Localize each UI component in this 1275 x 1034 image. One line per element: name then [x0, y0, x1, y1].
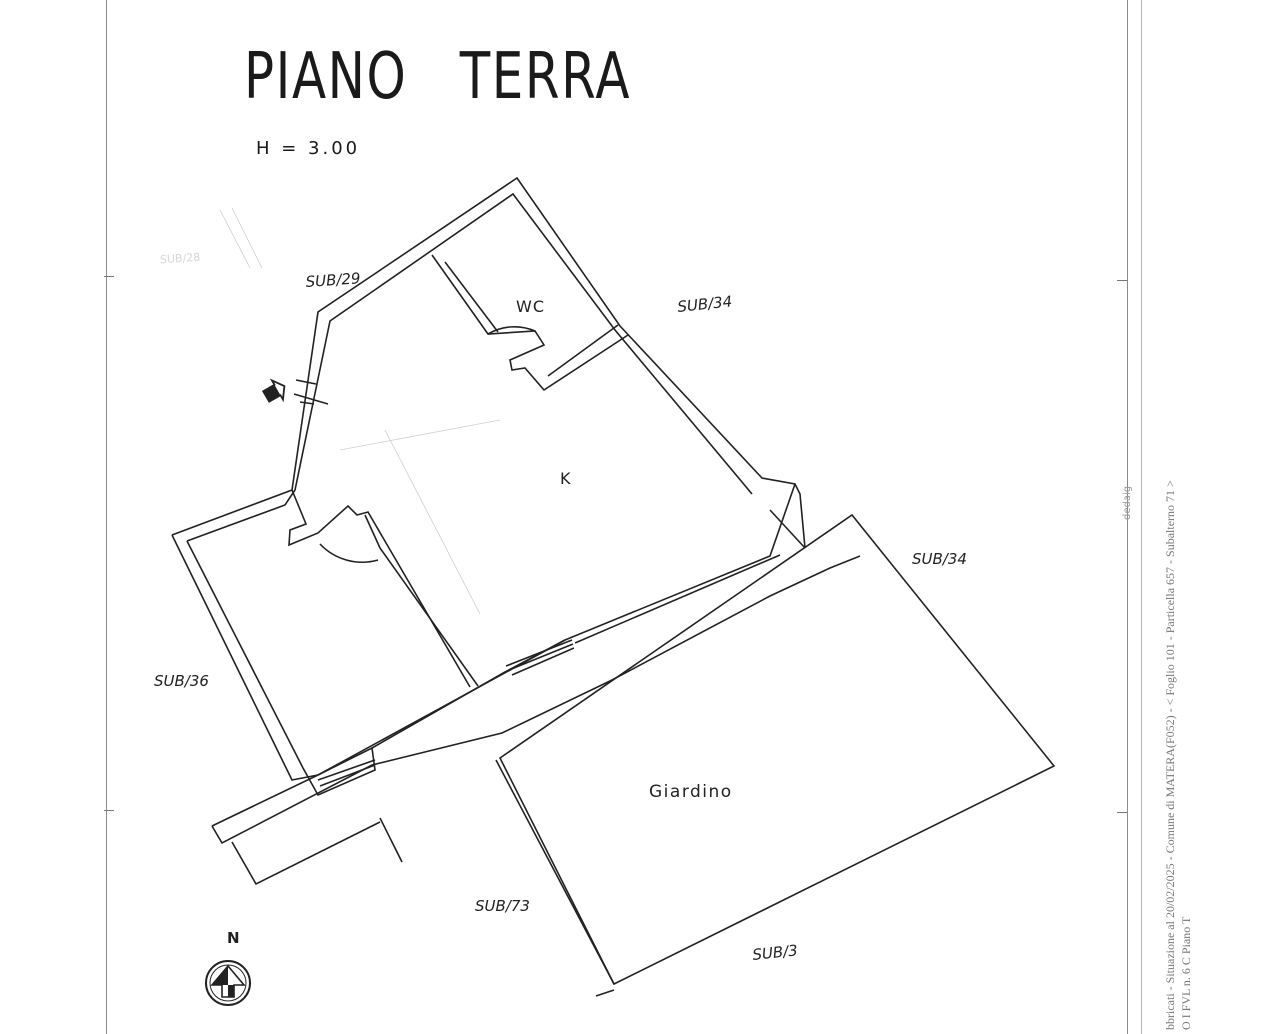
- terrace-edge: [574, 554, 781, 644]
- window-opening: [317, 639, 575, 787]
- neighbor-label-sub36: SUB/36: [154, 672, 209, 690]
- frame-tick: [104, 276, 114, 277]
- wc-wall: [444, 261, 499, 333]
- partition-wall: [379, 547, 479, 687]
- terrace-outer-edge: [211, 555, 861, 845]
- neighbor-label-sub34-right: SUB/34: [912, 550, 967, 568]
- boundary-line: [769, 509, 806, 549]
- left-unit-outer-wall: [171, 534, 319, 781]
- door-swing: [319, 543, 379, 563]
- faint-line: [231, 207, 263, 269]
- room-label-wc: WC: [516, 297, 545, 316]
- right-frame-line-inner: [1141, 0, 1142, 1034]
- left-unit-inner-wall: [186, 540, 304, 769]
- outer-wall: [171, 176, 806, 549]
- terrace-edge: [317, 639, 566, 776]
- faint-line: [219, 209, 251, 269]
- faint-line: [384, 429, 481, 615]
- room-label-garden: Giardino: [649, 782, 733, 802]
- cadastral-stamp-line: O I FVL n. 6 C Piano T: [1179, 916, 1193, 1030]
- right-frame-line: [1127, 0, 1128, 1034]
- room-label-kitchen: K: [560, 469, 572, 488]
- lower-wall: [231, 821, 381, 886]
- frame-tick: [1117, 812, 1127, 813]
- plan-title: PIANO TERRA: [244, 40, 632, 114]
- boundary-line: [595, 989, 615, 997]
- ceiling-height-label: H = 3.00: [256, 138, 361, 159]
- partition-wall: [364, 514, 381, 549]
- north-compass-icon: [205, 960, 251, 1006]
- entrance-opening: [293, 379, 329, 405]
- boundary-line: [379, 817, 403, 863]
- neighbor-label-sub29: SUB/29: [305, 269, 361, 291]
- terrace-inner-edge: [302, 747, 376, 797]
- entrance-arrow-icon: [261, 378, 286, 403]
- neighbor-label-sub3: SUB/3: [752, 941, 799, 964]
- north-label: N: [227, 929, 240, 947]
- faint-line: [339, 419, 501, 451]
- inner-wall: [186, 192, 753, 542]
- frame-tick: [104, 810, 114, 811]
- neighbor-label-sub34-top: SUB/34: [677, 292, 734, 316]
- door-swing: [487, 325, 536, 335]
- garden-boundary: [498, 513, 1056, 986]
- frame-tick: [1117, 280, 1127, 281]
- left-frame-line: [106, 0, 107, 1034]
- partition-wall: [288, 489, 471, 688]
- wc-wall: [431, 254, 629, 392]
- cadastral-stamp: bbricati - Situazione al 20/02/2025 - Co…: [1162, 480, 1194, 1030]
- neighbor-label-sub73: SUB/73: [475, 897, 530, 915]
- wc-wall: [547, 324, 619, 377]
- boundary-line: [495, 759, 615, 985]
- cadastral-stamp-line: bbricati - Situazione al 20/02/2025 - Co…: [1163, 480, 1177, 1030]
